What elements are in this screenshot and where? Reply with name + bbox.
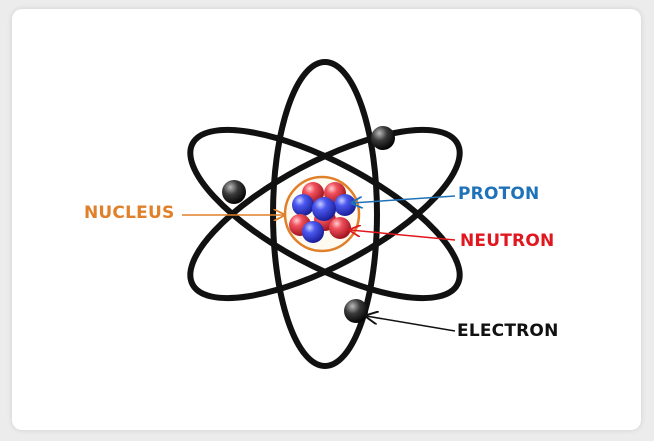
proton-pointer bbox=[352, 195, 456, 203]
proton-label: PROTON bbox=[458, 184, 540, 204]
neutron-pointer bbox=[350, 230, 456, 241]
proton-particle bbox=[302, 221, 324, 243]
neutron-particle bbox=[329, 217, 351, 239]
nucleus-particles bbox=[289, 182, 356, 243]
electron-particle bbox=[344, 299, 368, 323]
electron-particle bbox=[371, 126, 395, 150]
electron-particle bbox=[222, 180, 246, 204]
neutron-label: NEUTRON bbox=[460, 231, 555, 251]
orbit-diagonal-2 bbox=[187, 126, 463, 302]
proton-particle bbox=[334, 194, 356, 216]
proton-particle bbox=[312, 197, 336, 221]
nucleus-label: NUCLEUS bbox=[84, 203, 175, 223]
orbit-diagonal-1 bbox=[187, 126, 463, 302]
electron-label: ELECTRON bbox=[457, 321, 559, 341]
orbit-vertical bbox=[270, 59, 380, 369]
proton-particle bbox=[292, 194, 314, 216]
electron-pointer bbox=[366, 316, 456, 332]
